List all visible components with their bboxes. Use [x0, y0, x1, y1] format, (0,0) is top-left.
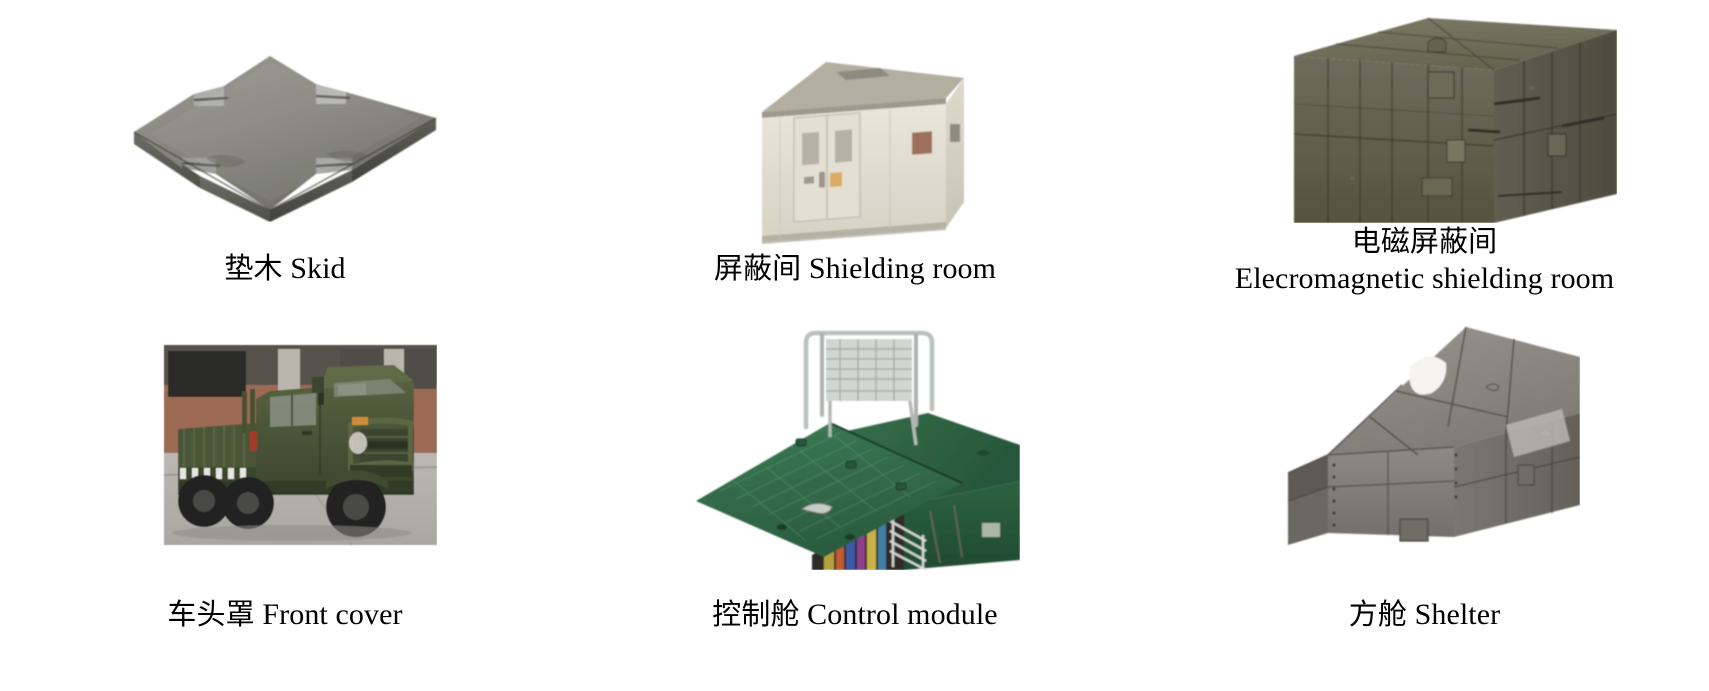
caption-skid-cn: 垫木 [224, 250, 283, 285]
caption-control-module: 控制舱 Control module [712, 596, 997, 633]
control-module-art-container [570, 305, 1140, 596]
caption-shelter: 方舱 Shelter [1349, 596, 1501, 633]
caption-em-shielding-room: 电磁屏蔽间 Elecromagnetic shielding room [1235, 223, 1614, 297]
skid-plate-icon [120, 22, 450, 222]
figure-panel-skid: 垫木 Skid [0, 0, 570, 305]
caption-shelter-cn: 方舱 [1348, 596, 1407, 631]
shielding-room-art-container [570, 0, 1140, 250]
figure-panel-shelter: 方舱 Shelter [1140, 305, 1709, 691]
caption-front-cover-cn: 车头罩 [167, 596, 255, 631]
caption-control-module-en: Control module [807, 597, 998, 631]
shelter-icon [1270, 305, 1580, 550]
caption-control-module-cn: 控制舱 [712, 596, 800, 631]
caption-skid-en: Skid [290, 251, 346, 285]
caption-front-cover: 车头罩 Front cover [167, 596, 402, 633]
shelter-art-container [1140, 305, 1709, 596]
caption-shielding-room-cn: 屏蔽间 [713, 250, 802, 285]
figure-panel-front-cover: 车头罩 Front cover [0, 305, 570, 691]
caption-em-shielding-room-line1: 电磁屏蔽间 [1235, 223, 1614, 260]
electromagnetic-shielding-room-icon [1232, 8, 1617, 223]
caption-shelter-en: Shelter [1414, 597, 1501, 631]
caption-front-cover-en: Front cover [262, 597, 403, 631]
figure-panel-shielding-room: 屏蔽间 Shielding room [570, 0, 1140, 305]
caption-skid: 垫木 Skid [224, 250, 345, 287]
figure-panel-em-shielding-room: 电磁屏蔽间 Elecromagnetic shielding room [1140, 0, 1709, 305]
shielding-room-icon [740, 50, 970, 250]
control-module-icon [690, 305, 1020, 570]
em-shielding-room-art-container [1140, 0, 1709, 223]
front-cover-art-container [0, 305, 570, 596]
caption-em-shielding-room-line2: Elecromagnetic shielding room [1234, 261, 1615, 295]
skid-art-container [0, 0, 570, 250]
caption-shielding-room-en: Shielding room [808, 251, 997, 285]
military-truck-photo-icon [152, 305, 437, 560]
caption-em-shielding-room-cn: 电磁屏蔽间 [1351, 223, 1498, 258]
caption-shielding-room: 屏蔽间 Shielding room [714, 250, 996, 287]
figure-panel-control-module: 控制舱 Control module [570, 305, 1140, 691]
